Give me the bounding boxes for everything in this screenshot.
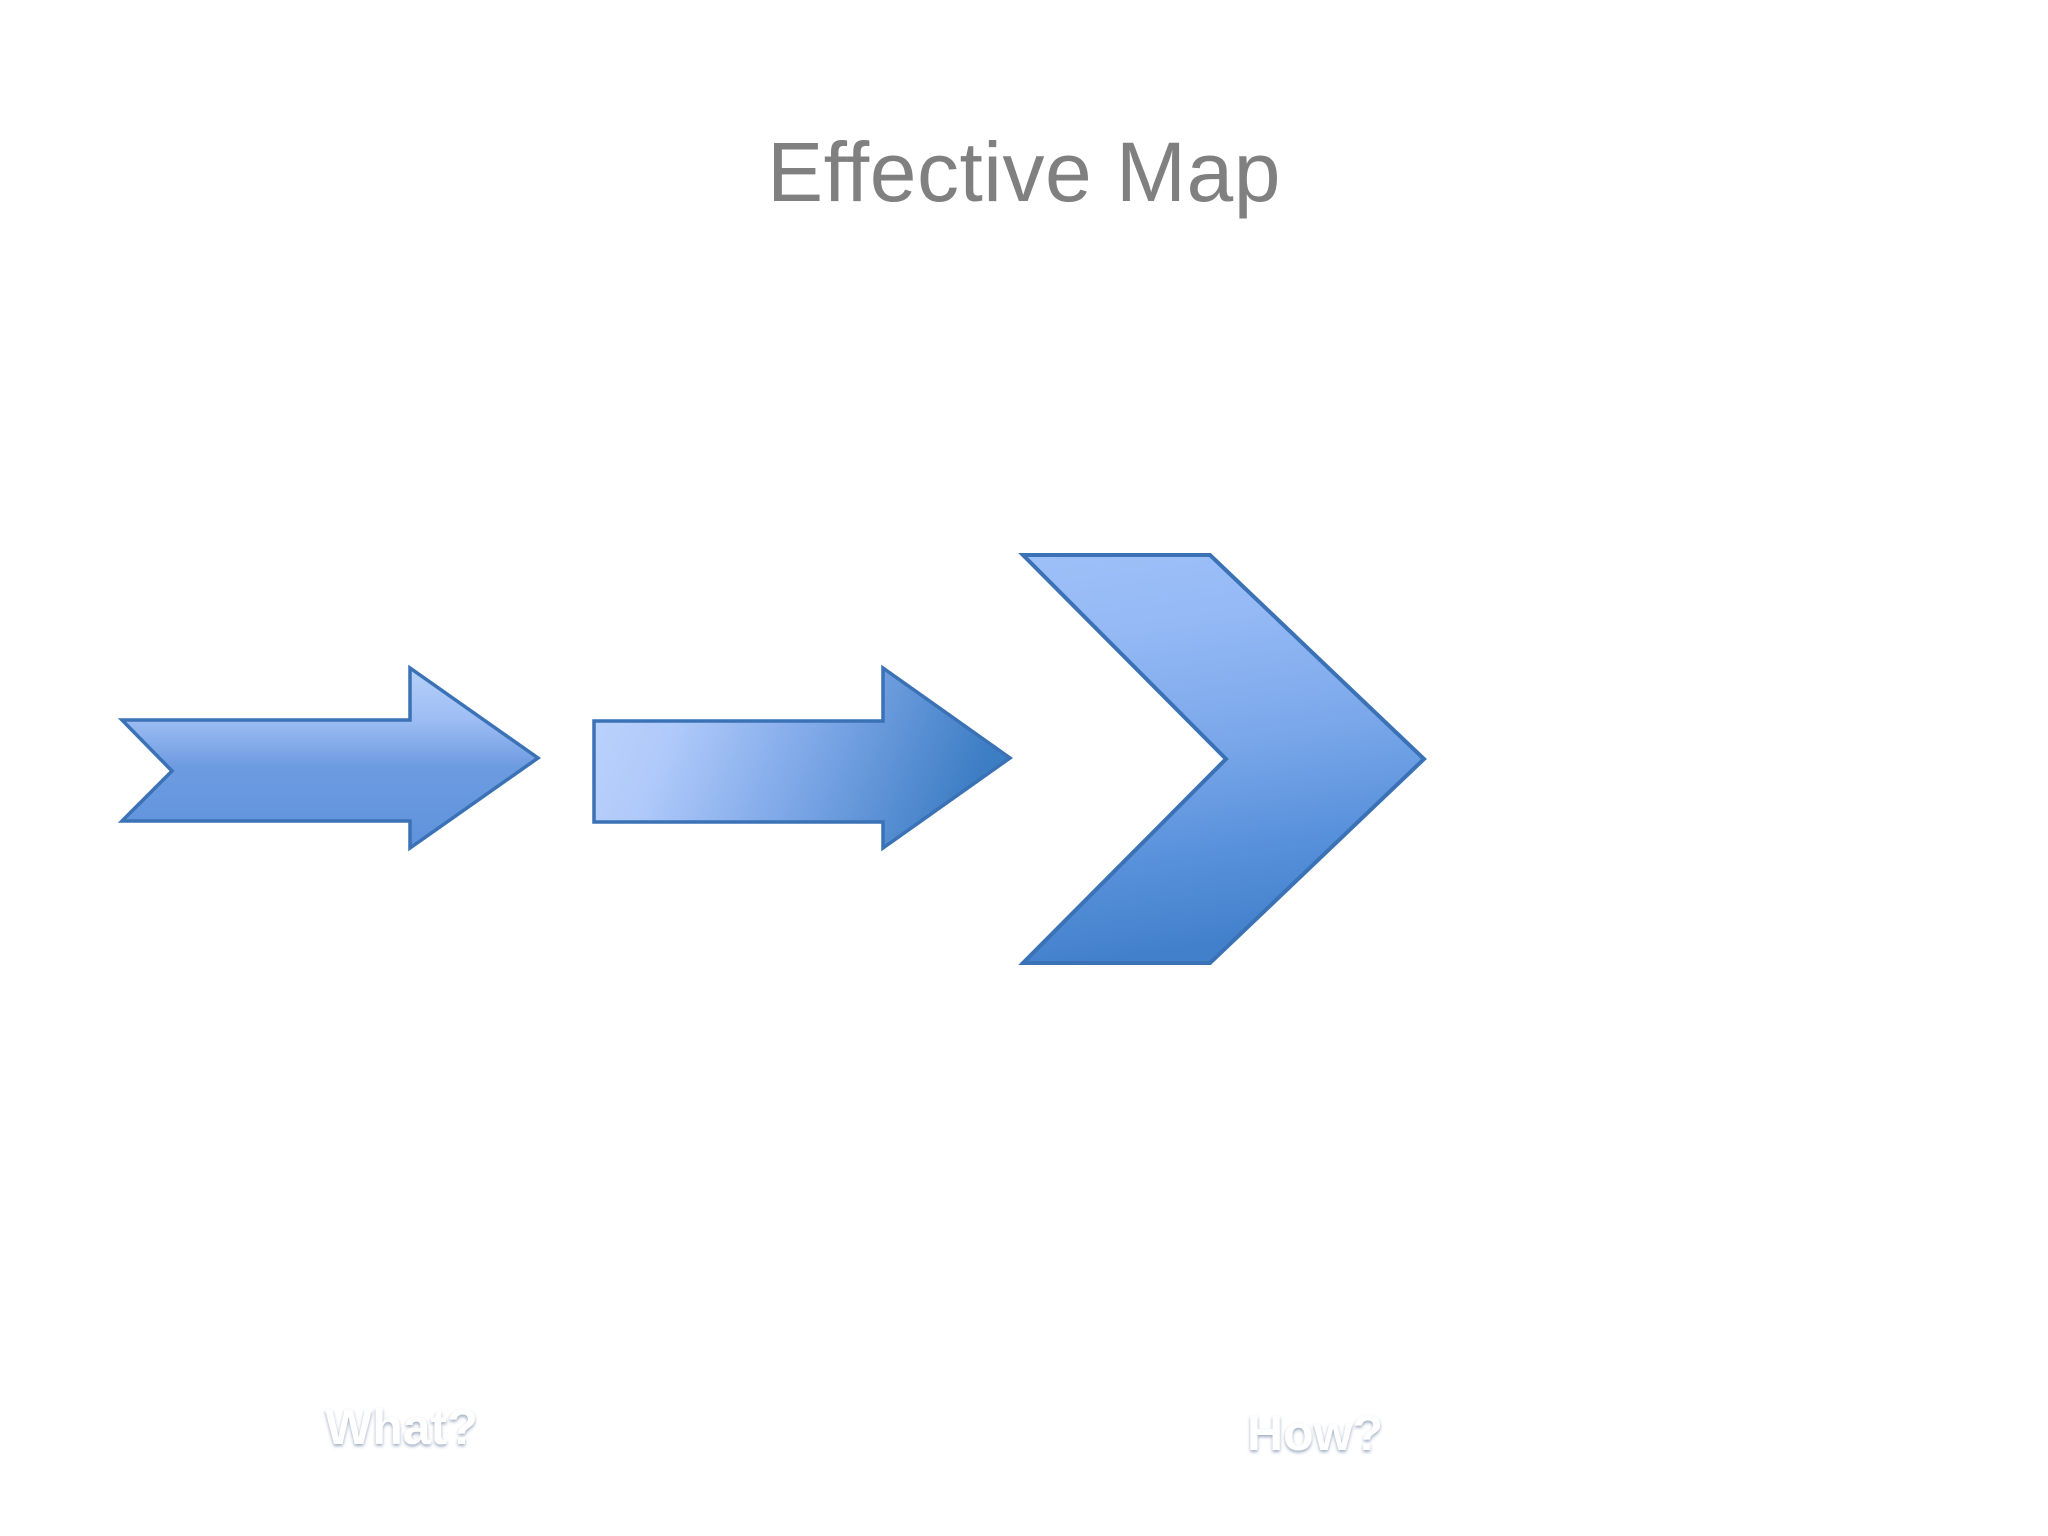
shape-when[interactable]: When? bbox=[1012, 545, 1437, 975]
shape-when-graphic bbox=[1018, 553, 1427, 965]
page-title: Effective Map bbox=[767, 125, 1281, 219]
shape-what-graphic bbox=[117, 664, 542, 852]
shape-how-label: How? bbox=[1247, 1405, 1384, 1461]
shape-what[interactable]: What? bbox=[110, 655, 550, 1455]
shape-what-label: What? bbox=[325, 1399, 478, 1455]
shape-how[interactable]: How? bbox=[585, 655, 1383, 1461]
shape-how-graphic bbox=[592, 664, 1014, 852]
